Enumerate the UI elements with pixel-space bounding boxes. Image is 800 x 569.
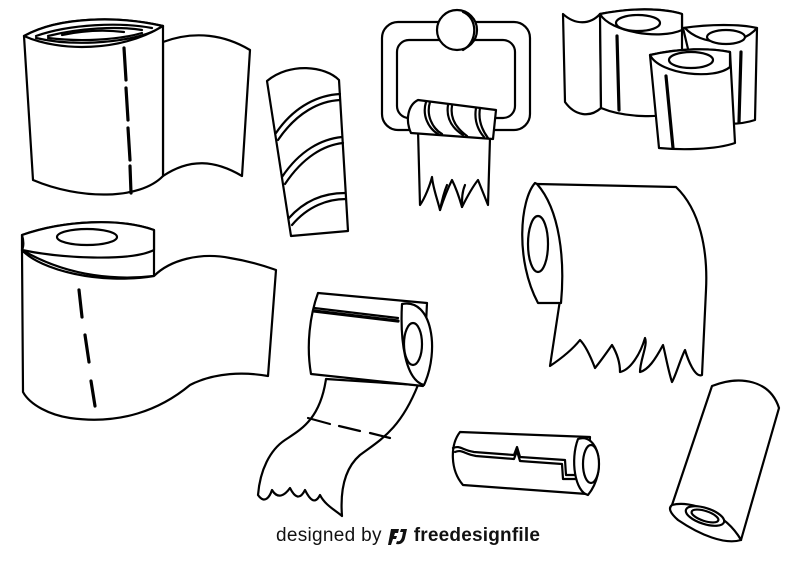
hanging-roll-torn [521,181,708,384]
watermark-brand: freedesignfile [413,525,541,546]
lying-roll-torn-edge [451,430,601,497]
watermark-prefix: designed by [276,525,382,546]
stacked-rolls [561,8,759,151]
watermark: designed by freedesignfile [276,523,540,549]
striped-cardboard-tube [265,67,350,238]
tilted-paper-roll [668,379,781,543]
horizontal-roll-torn-sheet [256,291,434,518]
freedesignfile-logo-icon [387,529,407,545]
wall-holder-roll [380,8,532,212]
big-roll-with-sheet [20,221,278,421]
paper-towel-roll-folded [22,18,252,196]
